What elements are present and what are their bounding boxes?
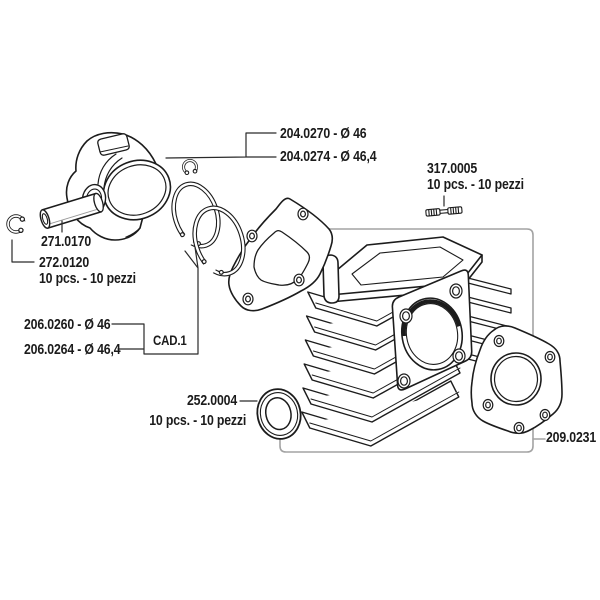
cylinder-bolt-holes <box>397 283 466 389</box>
label-rings-code-46: 206.0260 - Ø 46 <box>24 316 111 333</box>
seal-drawing <box>256 388 302 440</box>
label-seal-qty: 10 pcs. - 10 pezzi <box>149 412 247 429</box>
label-stud-code: 317.0005 <box>427 160 477 177</box>
label-circlip-qty: 10 pcs. - 10 pezzi <box>39 270 136 287</box>
piston-ring-2 <box>192 205 246 277</box>
label-seal-code: 252.0004 <box>187 392 237 409</box>
leader-circlip <box>11 239 35 263</box>
label-stud-qty: 10 pcs. - 10 pezzi <box>427 176 524 193</box>
gudgeon-pin-drawing <box>39 192 104 229</box>
leader-piston <box>165 132 277 159</box>
label-pin-code: 271.0170 <box>41 233 91 250</box>
stud-drawing <box>425 206 463 217</box>
leader-lines <box>11 132 445 402</box>
base-gasket-holes <box>242 207 309 306</box>
cylinder-face <box>391 269 473 391</box>
base-gasket-drawing <box>227 197 334 312</box>
leader-rings-cad-box <box>111 246 199 355</box>
label-head-gasket-code: 209.0231 <box>546 429 596 446</box>
cylinder-drawing <box>301 236 512 447</box>
cylinder-bore <box>401 297 463 371</box>
circlip-drawing <box>6 214 29 234</box>
label-circlip-code: 272.0120 <box>39 254 89 271</box>
label-rings-cad-ref: CAD.1 <box>153 332 187 348</box>
head-gasket-drawing <box>470 325 563 435</box>
pin-circlip-drawing <box>182 159 198 177</box>
label-piston-code-46: 204.0270 - Ø 46 <box>280 125 367 142</box>
piston-drawing <box>65 131 172 241</box>
kit-outline-path <box>279 228 546 453</box>
label-rings-code-464: 206.0264 - Ø 46,4 <box>24 341 121 358</box>
label-piston-code-464: 204.0274 - Ø 46,4 <box>280 148 377 165</box>
head-gasket-holes <box>482 334 556 435</box>
